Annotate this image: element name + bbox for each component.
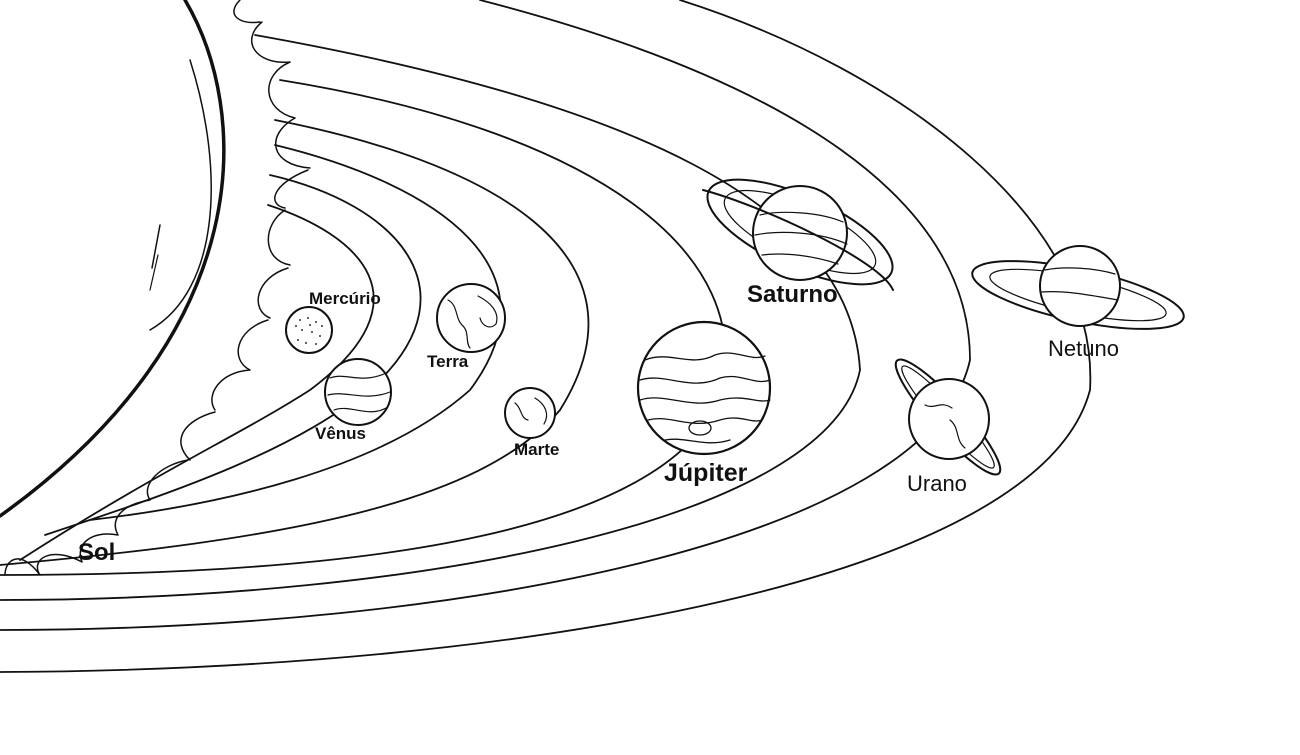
- sun-shape: [0, 0, 311, 576]
- venus-planet: [324, 358, 392, 426]
- label-venus: Vênus: [315, 424, 367, 443]
- label-terra: Terra: [427, 352, 469, 371]
- jupiter-planet: [636, 320, 772, 456]
- orbit-terra: [89, 144, 502, 521]
- label-mercurio: Mercúrio: [309, 289, 381, 308]
- orbit-marte: [0, 119, 590, 566]
- label-jupiter: Júpiter: [664, 459, 748, 487]
- netuno-planet: [971, 245, 1185, 330]
- orbit-lines: [0, 0, 1092, 673]
- urano-planet: [894, 358, 1002, 476]
- label-netuno: Netuno: [1048, 336, 1119, 361]
- orbit-venus: [44, 174, 422, 536]
- orbit-netuno: [0, 0, 1092, 673]
- label-marte: Marte: [514, 440, 560, 459]
- saturno-planet: [702, 178, 894, 291]
- orbit-saturno: [0, 34, 861, 601]
- label-saturno: Saturno: [747, 281, 838, 308]
- mercurio-planet: [285, 306, 333, 354]
- label-sol: Sol: [78, 539, 116, 566]
- terra-planet: [436, 283, 506, 353]
- orbit-jupiter: [0, 79, 727, 576]
- orbit-mercurio: [19, 204, 375, 561]
- label-urano: Urano: [907, 471, 967, 496]
- marte-planet: [504, 387, 556, 439]
